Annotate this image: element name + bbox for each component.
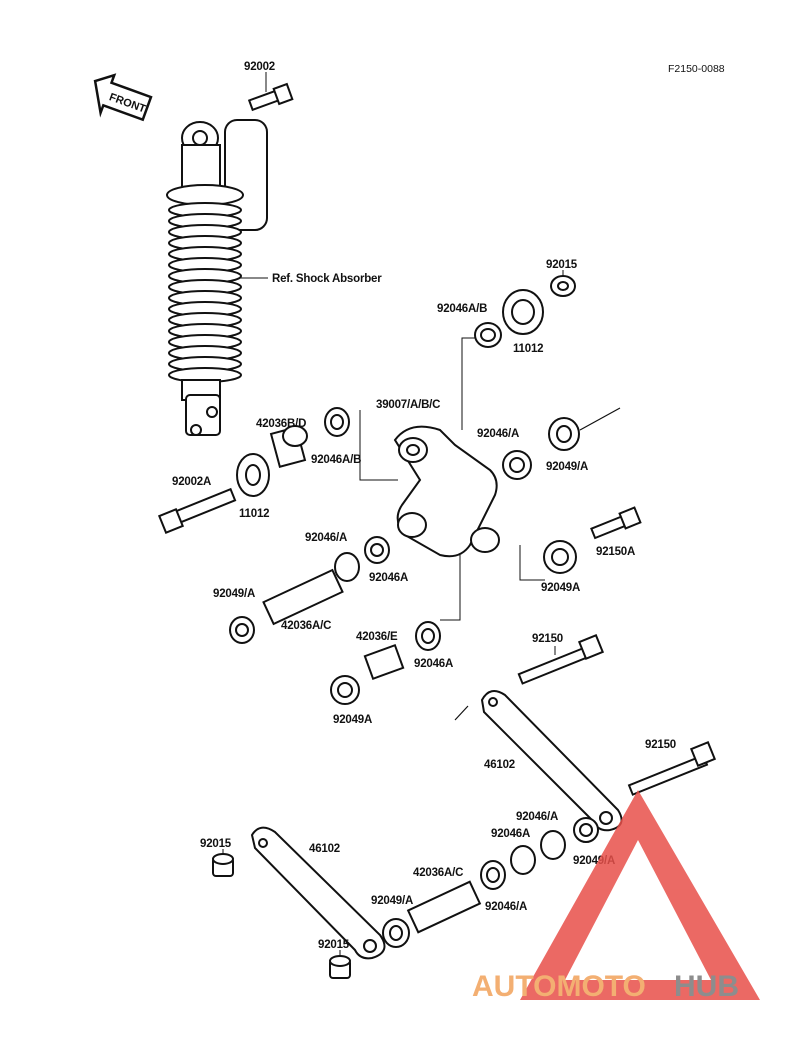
label-92150-2: 92150	[645, 739, 676, 751]
rocker-arm-39007	[393, 425, 500, 558]
nut-92015-top	[550, 275, 576, 297]
label-42036bd: 42036B/D	[256, 418, 306, 430]
label-39007: 39007/A/B/C	[376, 399, 440, 411]
label-92049a-4: 92049A	[333, 714, 372, 726]
label-46102-1: 46102	[484, 759, 515, 771]
label-92049a-3: 92049/A	[213, 588, 255, 600]
seal-92049a-mid	[543, 540, 577, 574]
label-92150-1: 92150	[532, 633, 563, 645]
bolt-92150a	[590, 506, 642, 540]
front-arrow-icon: FRONT	[93, 73, 153, 122]
collar-42036e	[363, 643, 405, 681]
label-92046a-2: 92046/A	[305, 532, 347, 544]
bearing-92046a-lower	[415, 621, 441, 651]
shock-spring	[168, 202, 242, 383]
seal-11012-right	[502, 289, 544, 335]
bolt-92002a	[157, 487, 237, 535]
label-42036e: 42036/E	[356, 631, 398, 643]
label-92015-top: 92015	[546, 259, 578, 271]
label-92002a: 92002A	[172, 476, 211, 488]
bolt-92150-2	[627, 740, 717, 796]
label-42036ac: 42036A/C	[281, 620, 331, 632]
seal-92049a-bottom	[382, 918, 410, 948]
label-92049a-1: 92049/A	[546, 461, 588, 473]
bolt-92002	[247, 82, 294, 112]
seal-92049a-lower	[330, 675, 360, 705]
collar-42036ac-lower	[406, 880, 482, 934]
watermark-text-auto: AUTOMOTO	[472, 970, 646, 1003]
label-92015-1: 92015	[200, 838, 232, 850]
label-46102-2: 46102	[309, 843, 340, 855]
bolt-92150-1	[517, 633, 605, 685]
nut-92015-bottom	[329, 955, 351, 979]
label-92046a-1: 92046/A	[477, 428, 519, 440]
label-92046ab-mid: 92046A/B	[311, 454, 361, 466]
bearing-92046a-pair	[334, 536, 390, 582]
watermark-logo: AUTOMOTO HUB	[472, 790, 760, 1003]
label-92015-2: 92015	[318, 939, 350, 951]
label-92046ab-top: 92046A/B	[437, 303, 487, 315]
watermark-text-hub: HUB	[674, 970, 739, 1003]
collar-42036ac	[262, 568, 344, 626]
label-92046a-6: 92046A	[491, 828, 530, 840]
nut-92015-mid	[212, 853, 234, 877]
seal-92049a-right	[548, 417, 580, 451]
label-92046a-3: 92046A	[369, 572, 408, 584]
ref-shock-absorber-label: Ref. Shock Absorber	[272, 273, 382, 285]
label-92046a-5: 92046/A	[516, 811, 558, 823]
bearing-92046ab-top	[474, 322, 502, 348]
shock-absorber	[166, 119, 268, 436]
collar-42036bd	[269, 425, 308, 469]
bearing-stack-lower	[480, 817, 599, 890]
label-92046a-4: 92046A	[414, 658, 453, 670]
bearing-92046a-right	[502, 450, 532, 480]
bearing-92046ab-mid	[324, 407, 350, 437]
seal-11012-left	[236, 453, 270, 497]
label-92049a-2: 92049A	[541, 582, 580, 594]
label-92049a-6: 92049/A	[371, 895, 413, 907]
label-11012-left: 11012	[239, 508, 269, 520]
label-42036ac-2: 42036A/C	[413, 867, 463, 879]
label-92002-top: 92002	[244, 61, 275, 73]
seal-92049a-left	[229, 616, 255, 644]
figure-code: F2150-0088	[668, 63, 725, 75]
label-92046a-7: 92046/A	[485, 901, 527, 913]
label-92150a: 92150A	[596, 546, 635, 558]
tie-rod-46102-lower	[250, 826, 386, 960]
label-11012-right: 11012	[513, 343, 543, 355]
